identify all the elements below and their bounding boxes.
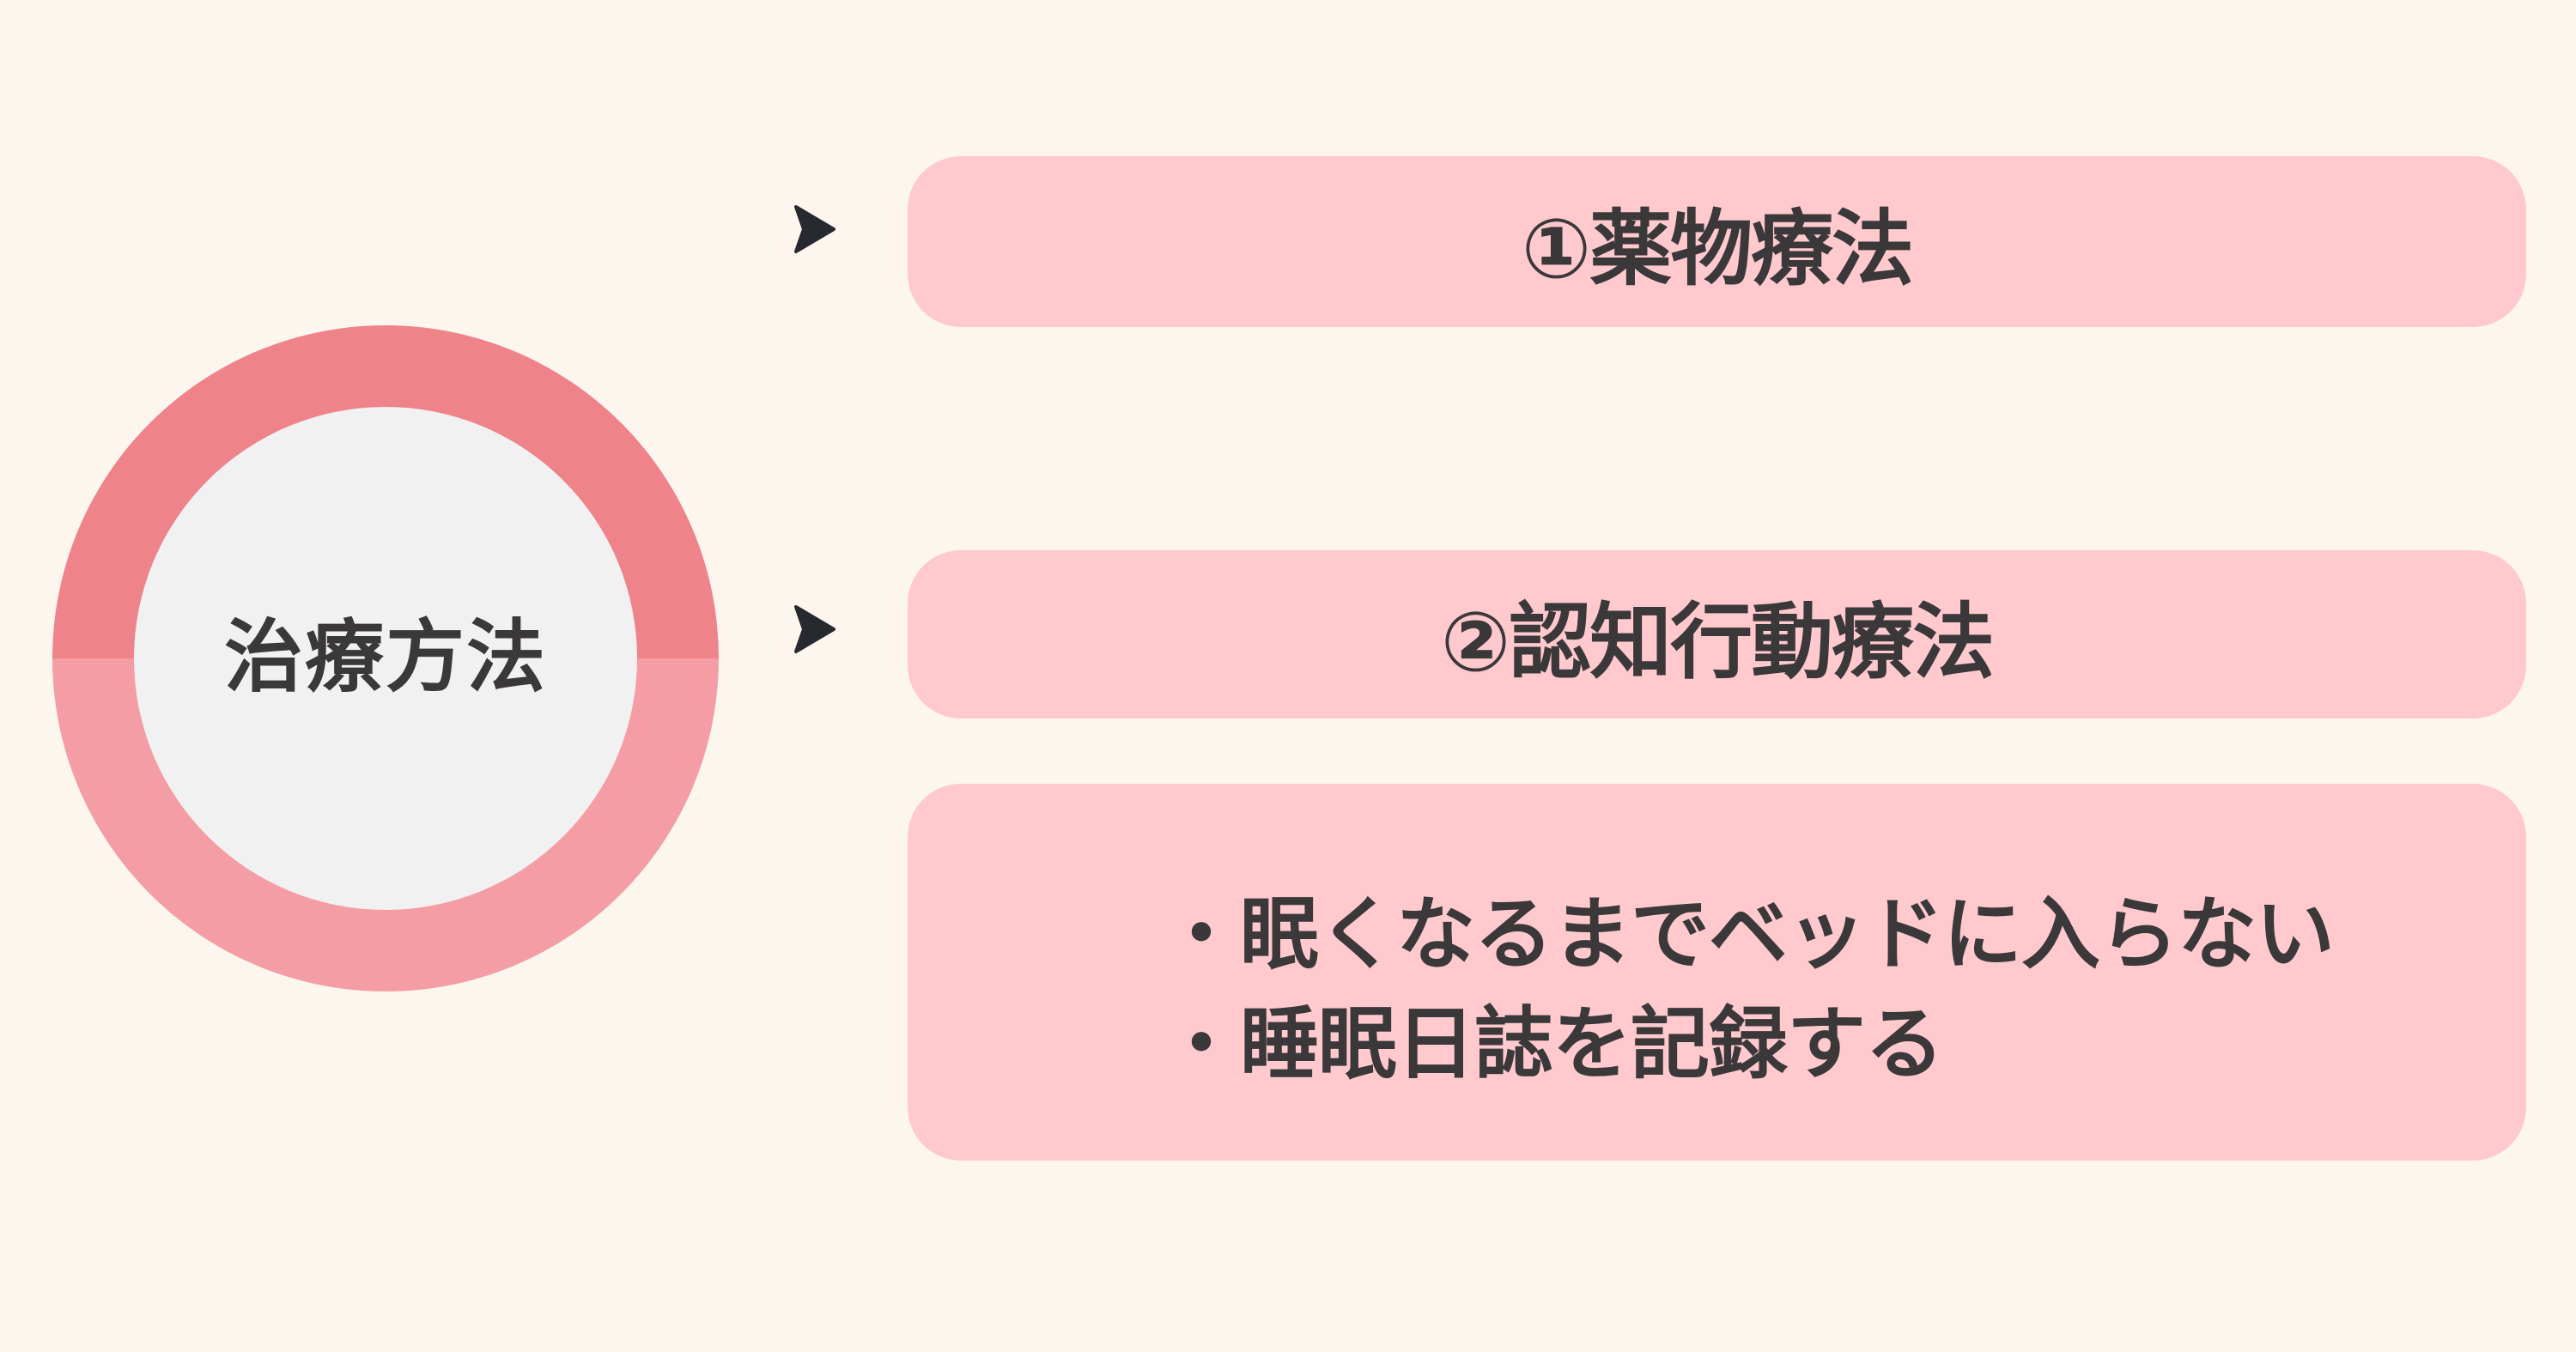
cbt-detail-box: ・眠くなるまでベッドに入らない ・睡眠日誌を記録する xyxy=(908,784,2526,1161)
treatment-item-label: ①薬物療法 xyxy=(1521,201,1914,297)
cbt-detail-line: ・睡眠日誌を記録する xyxy=(1162,998,1944,1090)
treatment-item-drug-therapy: ①薬物療法 xyxy=(908,156,2526,327)
treatment-method-circle: 治療方法 xyxy=(52,325,719,991)
cbt-detail-list: ・眠くなるまでベッドに入らない ・睡眠日誌を記録する xyxy=(1162,880,2335,1100)
treatment-item-cbt: ②認知行動療法 xyxy=(908,550,2526,718)
cbt-detail-line: ・眠くなるまでベッドに入らない xyxy=(1162,888,2335,980)
treatment-method-circle-inner: 治療方法 xyxy=(134,407,637,910)
right-arrow-icon xyxy=(794,205,835,253)
right-arrow-icon xyxy=(794,605,835,653)
treatment-item-label: ②認知行動療法 xyxy=(1440,593,1995,690)
treatment-method-label: 治療方法 xyxy=(223,610,547,703)
